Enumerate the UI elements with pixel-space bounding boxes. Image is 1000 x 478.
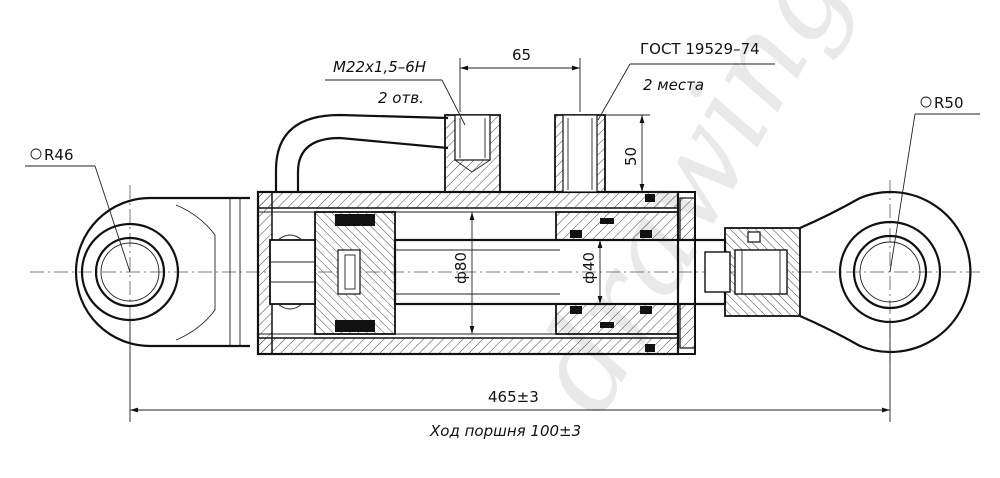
port-height-label: 50 [622, 147, 640, 166]
port-right [554, 114, 606, 193]
radius-right-label: R50 [934, 94, 964, 112]
rod-gland [555, 191, 696, 355]
piston-nut [269, 234, 316, 310]
piston [314, 211, 396, 335]
standard-label: ГОСТ 19529–74 [640, 40, 760, 58]
thread-label: M22x1,5–6H [333, 58, 426, 76]
holes-label: 2 отв. [378, 89, 424, 107]
places-label: 2 места [643, 76, 704, 94]
stroke-label: Ход поршня 100±3 [429, 422, 581, 440]
port-left [444, 114, 501, 193]
port-spacing-label: 65 [512, 46, 531, 64]
radius-right-symbol [920, 96, 932, 108]
rod-dia-label: ф40 [580, 252, 598, 284]
oil-tube [274, 113, 449, 192]
overall-length-label: 465±3 [488, 388, 539, 406]
bore-dia-label: ф80 [452, 252, 470, 284]
radius-left-label: R46 [44, 146, 74, 164]
radius-left-symbol [30, 148, 42, 160]
